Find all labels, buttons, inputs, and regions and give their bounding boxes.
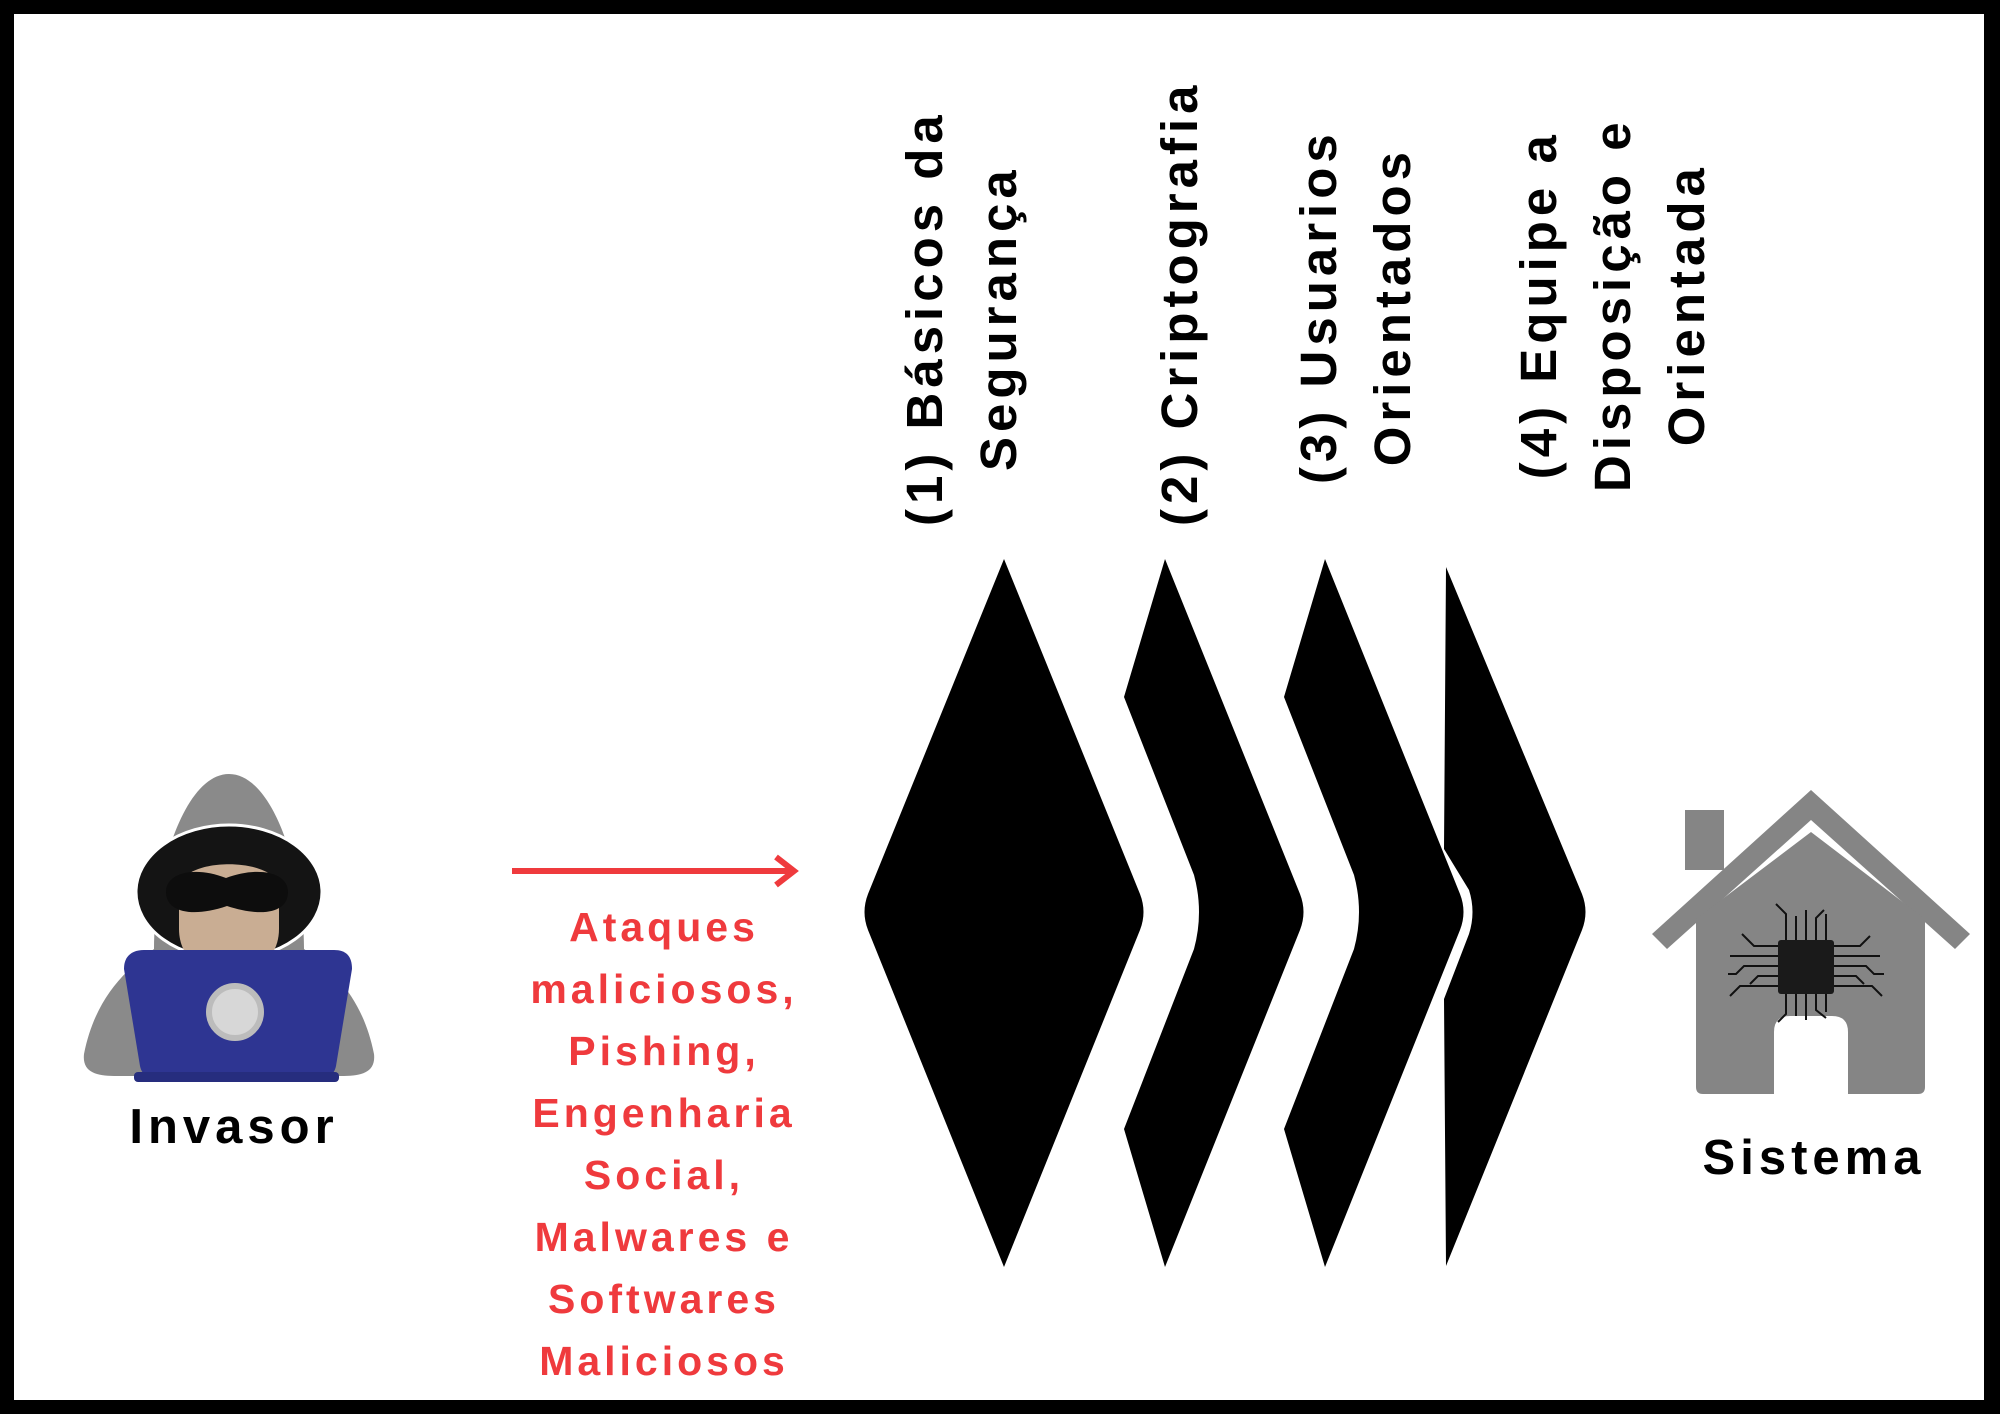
layer-label-2: (2) Criptografia — [1143, 80, 1217, 526]
attack-line-5: Social, — [583, 1152, 745, 1198]
attack-line-8: Maliciosos — [539, 1338, 789, 1384]
barrier-layer-3 — [1284, 559, 1464, 1267]
attack-line-2: maliciosos, — [530, 966, 798, 1012]
attack-line-4: Engenharia — [532, 1090, 796, 1136]
attack-line-1: Ataques — [569, 904, 759, 950]
chip-icon — [1728, 903, 1884, 1023]
layer-label-3: (3) Usuarios Orientados — [1282, 129, 1430, 484]
barrier-layer-4 — [1444, 567, 1586, 1266]
layer-label-1: (1) Básicos da Segurança — [888, 110, 1036, 526]
layer-1-line-2: Segurança — [970, 165, 1027, 471]
layer-4-line-2: Disposição e — [1584, 117, 1641, 492]
hacker-icon — [83, 774, 375, 1082]
layer-4-line-1: (4) Equipe a — [1510, 130, 1567, 480]
attack-line-7: Softwares — [548, 1276, 780, 1322]
diagram-frame: (1) Básicos da Segurança (2) Criptografi… — [14, 14, 1984, 1400]
attack-description: Ataques maliciosos, Pishing, Engenharia … — [489, 896, 839, 1392]
house-icon — [1652, 790, 1970, 1094]
layer-1-line-1: (1) Básicos da — [896, 110, 953, 526]
house-roof — [1652, 790, 1970, 949]
house-chimney — [1685, 810, 1724, 870]
layer-2-line-1: (2) Criptografia — [1151, 80, 1208, 526]
laptop-base — [134, 1072, 339, 1082]
attack-arrow — [512, 854, 799, 888]
layer-4-line-3: Orientada — [1658, 163, 1715, 447]
layer-label-4: (4) Equipe a Disposição e Orientada — [1502, 117, 1724, 492]
layer-3-line-1: (3) Usuarios — [1290, 129, 1347, 484]
layer-3-line-2: Orientados — [1364, 147, 1421, 467]
barrier-layer-2 — [1124, 559, 1304, 1267]
chip-core — [1778, 940, 1834, 994]
attack-line-3: Pishing, — [568, 1028, 760, 1074]
barrier-layer-1 — [864, 559, 1144, 1267]
attacker-label: Invasor — [129, 1100, 339, 1154]
diagram-canvas — [83, 559, 1970, 1267]
system-label: Sistema — [1702, 1131, 1926, 1185]
attack-line-6: Malwares e — [534, 1214, 794, 1260]
laptop-logo — [206, 983, 264, 1041]
hacker-mask — [166, 871, 288, 913]
